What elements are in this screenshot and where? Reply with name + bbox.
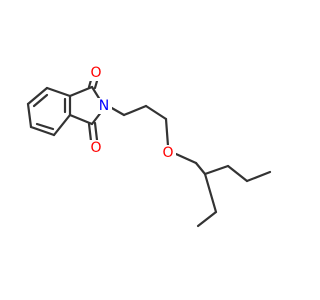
bond: [164, 117, 170, 148]
atom-label-o-ether: O: [162, 145, 173, 161]
bond: [194, 161, 207, 176]
benzene-ring: [26, 86, 72, 137]
ethylhexyl-chain: [174, 152, 272, 228]
carbonyl-bonds: [87, 78, 99, 143]
atom-n: N: [96, 98, 112, 114]
atom-o-ether: O: [160, 145, 176, 161]
bond: [68, 113, 94, 126]
aromatic-bond: [35, 122, 55, 131]
atom-o-bottom: O: [88, 140, 104, 156]
propyl-chain: [108, 104, 170, 148]
atom-label-o-top: O: [90, 65, 101, 81]
bond: [26, 102, 33, 129]
bond: [108, 105, 126, 117]
aromatic-bond: [32, 93, 49, 108]
bond: [203, 172, 218, 214]
bond: [196, 210, 218, 228]
double-bond: [87, 78, 93, 89]
double-bond: [87, 122, 93, 143]
bond: [174, 152, 198, 165]
atom-label-o-bottom: O: [90, 140, 101, 156]
bond: [52, 113, 72, 137]
bond: [122, 104, 148, 117]
molecule-structure: O N O O: [26, 65, 272, 228]
bond: [226, 164, 249, 183]
bond: [203, 164, 230, 176]
bond: [26, 86, 49, 106]
atom-label-n: N: [99, 98, 109, 114]
double-bond: [93, 121, 99, 142]
bond: [144, 104, 168, 121]
bond: [45, 86, 72, 98]
bond: [68, 85, 94, 98]
bond: [245, 170, 272, 183]
double-bond: [93, 79, 99, 90]
bond: [29, 125, 56, 137]
atom-o-top: O: [88, 65, 104, 81]
